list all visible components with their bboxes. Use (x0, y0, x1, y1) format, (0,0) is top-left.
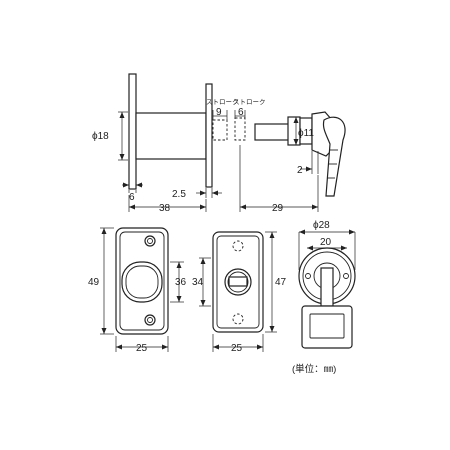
dim-knob-offset: 2 (297, 165, 303, 176)
knob-lever (322, 116, 346, 197)
knob-handle (301, 305, 353, 349)
dim-flange-thickness: 6 (129, 192, 135, 203)
knob-view: ϕ28 20 (298, 220, 356, 349)
dim-knob-outer-dia: ϕ28 (313, 220, 330, 231)
dim-flange-dia: ϕ18 (92, 131, 109, 142)
dim-body-length: 38 (159, 203, 171, 214)
body (135, 112, 207, 160)
dim-front-width: 25 (136, 343, 148, 354)
back-latch (228, 276, 248, 287)
label-stroke-2: ストローク (233, 98, 266, 106)
dim-stroke-2: 6 (238, 107, 244, 118)
dim-pin-dia: ϕ11 (298, 128, 314, 139)
stroke-stub (212, 119, 228, 141)
back-screw-top (232, 240, 244, 252)
back-screw-bottom (232, 313, 244, 325)
knob-stem (320, 267, 334, 307)
dim-knob-inner-width: 20 (320, 237, 332, 248)
pin (254, 123, 294, 141)
dim-front-height: 49 (88, 277, 100, 288)
dim-pin-length: 29 (272, 203, 284, 214)
stroke-stub-2 (234, 117, 246, 141)
dim-nut-gap: 2.5 (172, 189, 186, 200)
back-view: 34 47 25 (192, 231, 287, 354)
dim-back-inner-height: 34 (192, 277, 204, 288)
front-view: 49 36 25 (88, 227, 187, 354)
side-view: ϕ18 6 2.5 38 ストローク ストローク 9 6 (92, 73, 346, 214)
screw-hole-bottom (144, 314, 156, 326)
flange (128, 73, 137, 190)
screw-hole-top (144, 235, 156, 247)
dim-back-width: 25 (231, 343, 243, 354)
label-stroke-1: ストローク (206, 98, 239, 106)
unit-label: (単位：㎜) (292, 363, 336, 375)
dim-stroke-1: 9 (216, 107, 222, 118)
front-boss (121, 261, 163, 303)
dim-front-inner-height: 36 (175, 277, 187, 288)
nut-plate (205, 83, 213, 188)
dim-back-height: 47 (275, 277, 287, 288)
